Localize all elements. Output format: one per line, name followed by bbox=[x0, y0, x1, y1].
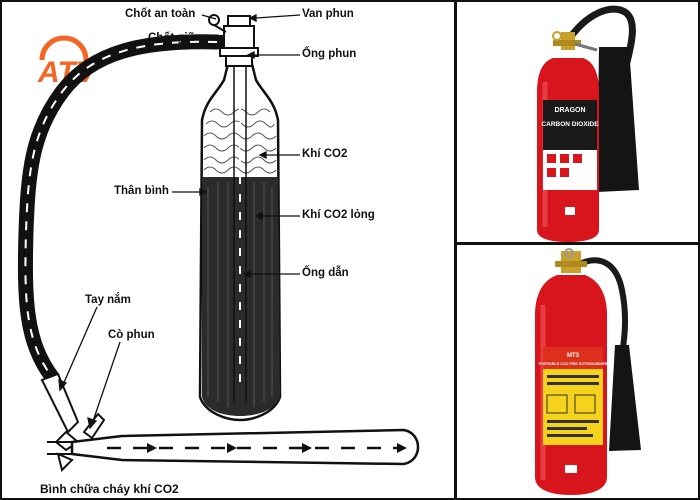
dragon-product-text: CARBON DIOXIDE bbox=[541, 121, 599, 128]
label-retaining-pin: Chốt giữ bbox=[148, 32, 196, 44]
label-safety-pin: Chốt an toàn bbox=[125, 8, 196, 20]
label-siphon-tube: Ống dẫn bbox=[302, 267, 349, 279]
label-valve: Van phun bbox=[302, 8, 354, 20]
photo-dragon-extinguisher: DRAGON CARBON DIOXIDE bbox=[455, 0, 700, 244]
label-liquid-co2: Khí CO2 lỏng bbox=[302, 209, 375, 221]
diagram-panel: ATV bbox=[0, 0, 456, 500]
discharge-horn bbox=[47, 428, 420, 466]
label-cylinder-body: Thân bình bbox=[114, 185, 169, 197]
dragon-horn bbox=[597, 47, 639, 192]
label-discharge-tube: Ống phun bbox=[302, 48, 357, 60]
label-handle: Tay nắm bbox=[85, 294, 131, 306]
label-co2-gas: Khí CO2 bbox=[302, 148, 348, 160]
mt3-valve bbox=[555, 248, 587, 273]
siphon-tube bbox=[233, 42, 247, 402]
diagram-caption: Bình chữa cháy khí CO2 bbox=[40, 482, 179, 496]
valve-head bbox=[208, 14, 259, 67]
dragon-extinguisher-image: DRAGON CARBON DIOXIDE bbox=[537, 5, 639, 242]
mt3-horn bbox=[609, 345, 641, 451]
extinguisher-diagram: ATV bbox=[17, 13, 420, 472]
photo-mt3-extinguisher: MT3 PORTABLE CO2 FIRE EXTINGUISHER bbox=[455, 243, 700, 500]
mt3-extinguisher-image: MT3 PORTABLE CO2 FIRE EXTINGUISHER bbox=[535, 248, 641, 495]
hose bbox=[17, 34, 225, 385]
mt3-product-text: PORTABLE CO2 FIRE EXTINGUISHER bbox=[539, 362, 608, 366]
label-leaders bbox=[58, 13, 301, 430]
dragon-valve bbox=[552, 31, 598, 52]
label-trigger: Cò phun bbox=[108, 329, 155, 341]
liquid-co2-region bbox=[202, 177, 280, 416]
dragon-brand-text: DRAGON bbox=[554, 107, 585, 114]
mt3-model-text: MT3 bbox=[567, 353, 580, 359]
cylinder-body bbox=[198, 42, 282, 422]
